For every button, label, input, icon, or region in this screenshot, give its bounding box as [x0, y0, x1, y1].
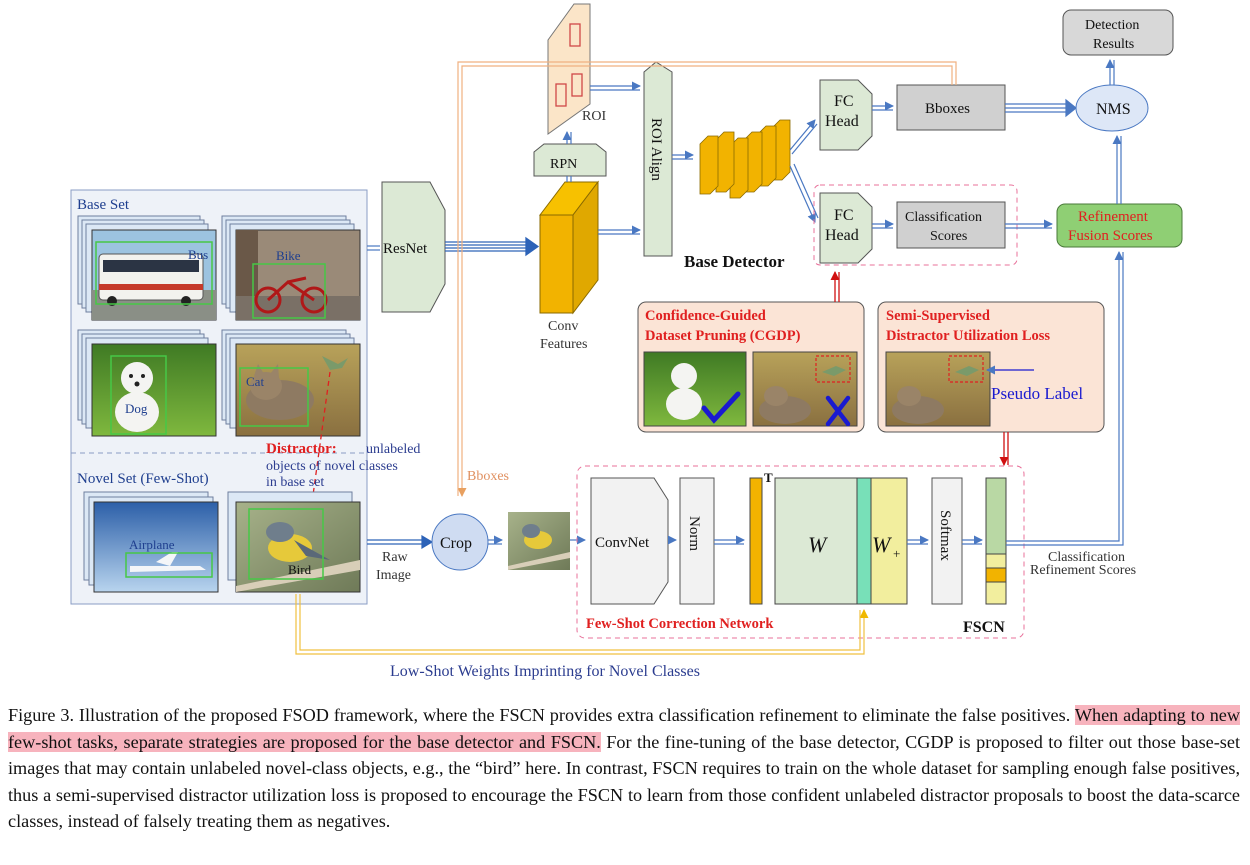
nms-ellipse — [1075, 84, 1149, 132]
convnet-block — [590, 477, 669, 605]
cropped-bird-thumb — [508, 512, 570, 570]
fc-head-top — [819, 79, 873, 151]
fscn-full-label: Few-Shot Correction Network — [586, 616, 774, 632]
bboxes-box — [896, 84, 1006, 131]
base-set-title: Base Set — [77, 197, 130, 213]
fc-head-bottom-l2: Head — [825, 227, 859, 244]
refinement-fusion-l2: Fusion Scores — [1068, 228, 1153, 244]
roi-sheet — [547, 3, 591, 135]
classification-refinement-l1: Classification — [1048, 550, 1125, 565]
detection-results-box — [1062, 9, 1174, 56]
dog-label: Dog — [125, 401, 148, 416]
softmax-block — [931, 477, 963, 605]
bus-label: Bus — [188, 247, 208, 262]
fscn-label: FSCN — [963, 619, 1005, 636]
w-plus-sub: + — [893, 546, 900, 561]
image-label: Image — [376, 568, 411, 583]
caption-part1: Figure 3. Illustration of the proposed F… — [8, 705, 1075, 725]
score-vector — [985, 477, 1007, 605]
bboxes-to-nms-arrow — [1005, 98, 1077, 118]
novel-set-title: Novel Set (Few-Shot) — [77, 471, 209, 487]
roi-label: ROI — [582, 109, 606, 124]
cat-image-stack: Cat — [221, 329, 361, 437]
airplane-label: Airplane — [129, 537, 175, 552]
ssdu-l1: Semi-Supervised — [886, 308, 990, 324]
fc-head-bottom — [819, 192, 873, 264]
cat-label: Cat — [246, 374, 264, 389]
conv-features-block — [538, 180, 600, 315]
distractor-line1: objects of novel classes — [266, 459, 398, 474]
refinement-fusion-box — [1056, 203, 1183, 248]
roi-align-block — [643, 61, 673, 257]
classification-scores-l2: Scores — [930, 229, 967, 244]
check-icon — [701, 391, 741, 424]
cross-icon — [825, 395, 851, 427]
bboxes-feedback-line — [457, 65, 953, 497]
raw-label: Raw — [382, 550, 409, 565]
norm-label: Norm — [686, 516, 702, 551]
w-plus-label: W — [872, 532, 892, 557]
distractor-title: Distractor: — [266, 441, 337, 457]
features-label: Features — [540, 337, 587, 352]
feature-vector — [749, 477, 763, 605]
crop-label: Crop — [440, 535, 472, 552]
bboxes-feedback-label: Bboxes — [467, 469, 509, 484]
roi-feature-stack — [699, 119, 791, 199]
cgdp-l1: Confidence-Guided — [645, 308, 766, 324]
cgdp-l2: Dataset Pruning (CGDP) — [645, 328, 801, 344]
low-shot-imprint-line — [295, 594, 869, 655]
resnet-to-features-arrow — [445, 236, 540, 257]
rpn-block — [533, 143, 607, 177]
caption-part2: For the fine-tuning of the base detector… — [8, 731, 1240, 832]
classification-scores-l1: Classification — [905, 210, 982, 225]
refinement-scores-arrow — [1006, 251, 1124, 542]
classification-refinement-l2: Refinement Scores — [1030, 563, 1136, 578]
w-plus-matrix — [870, 477, 908, 605]
classification-scores-box — [896, 201, 1006, 249]
convnet-label: ConvNet — [595, 535, 650, 551]
detection-results-l1: Detection — [1085, 18, 1139, 33]
conv-label: Conv — [548, 319, 578, 334]
bboxes-label: Bboxes — [925, 101, 970, 117]
airplane-image-stack: Airplane — [83, 491, 219, 593]
framework-figure: Base Set Novel Set (Few-Shot) Bus Bike — [70, 3, 1183, 680]
refinement-fusion-l1: Refinement — [1078, 209, 1149, 225]
w-imprint-column — [856, 477, 872, 605]
rpn-label: RPN — [550, 157, 577, 172]
dog-image-stack: Dog — [77, 329, 217, 437]
figure-caption: Figure 3. Illustration of the proposed F… — [8, 702, 1241, 835]
w-label: W — [808, 532, 828, 557]
bird-label: Bird — [288, 562, 312, 577]
bike-image-stack: Bike — [221, 215, 361, 321]
fc-head-top-l2: Head — [825, 113, 859, 130]
raw-image-arrow — [367, 534, 434, 550]
w-matrix — [774, 477, 858, 605]
transpose-mark: T — [764, 470, 773, 485]
pseudo-label: Pseudo Label — [991, 384, 1083, 403]
crop-circle — [431, 513, 489, 571]
resnet-label: ResNet — [383, 241, 428, 257]
nms-label: NMS — [1096, 101, 1131, 118]
bike-label: Bike — [276, 248, 301, 263]
detection-results-l2: Results — [1093, 37, 1134, 52]
distractor-line2: in base set — [266, 475, 324, 490]
roi-align-label: ROI Align — [648, 118, 664, 181]
fc-head-top-l1: FC — [834, 93, 854, 110]
base-detector-label: Base Detector — [684, 252, 785, 271]
bird-image-stack: Bird — [227, 491, 361, 593]
fc-head-bottom-l1: FC — [834, 207, 854, 224]
distractor-unlabeled: unlabeled — [366, 442, 420, 457]
bus-image-stack: Bus — [77, 215, 217, 321]
softmax-label: Softmax — [937, 510, 953, 561]
classification-region — [813, 184, 1018, 266]
norm-block — [679, 477, 715, 605]
ssdu-l2: Distractor Utilization Loss — [886, 328, 1050, 344]
resnet-block — [381, 181, 446, 313]
low-shot-label: Low-Shot Weights Imprinting for Novel Cl… — [390, 663, 700, 680]
